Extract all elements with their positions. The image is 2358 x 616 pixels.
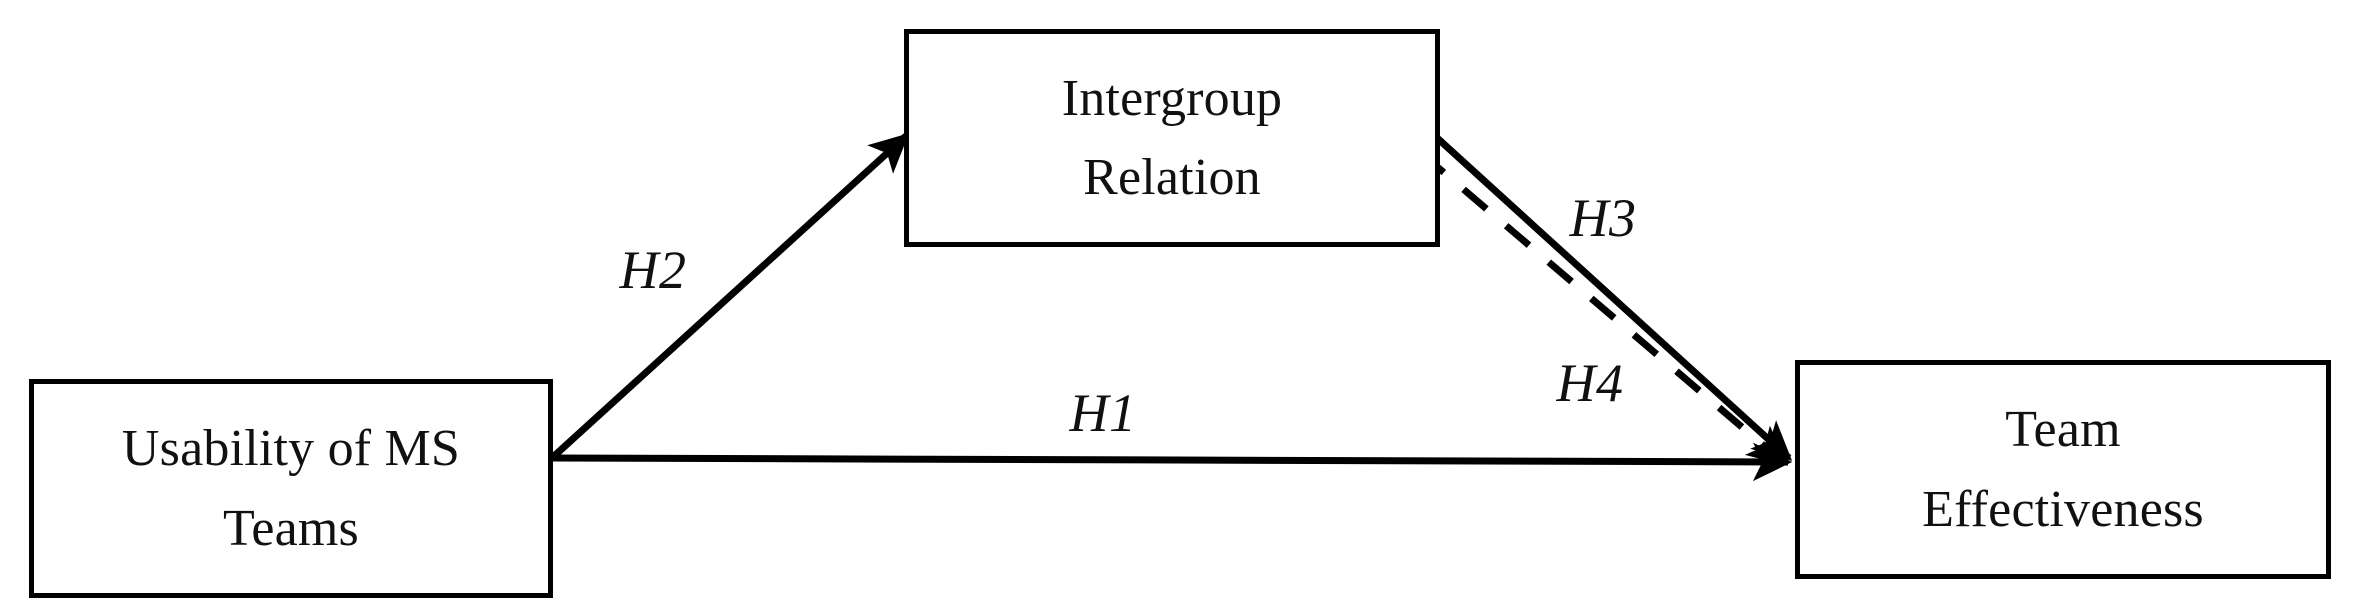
path-h3-arrow [1421,123,1793,461]
path-label-h1: H1 [1069,383,1137,443]
node-intergroup-line-2: Relation [1083,149,1261,206]
path-h2-arrow [550,133,910,460]
node-effectiveness-line-1: Team [2005,401,2121,459]
node-intergroup-relation[interactable]: Intergroup Relation [904,29,1440,247]
path-label-h3: H3 [1569,188,1637,248]
node-effectiveness-line-2: Effectiveness [1922,480,2204,538]
node-usability-line-1: Usability of MS [121,420,461,478]
path-label-h2: H2 [619,240,687,300]
path-label-h4: H4 [1556,353,1624,413]
node-usability-line-2: Teams [223,499,359,557]
node-team-effectiveness[interactable]: Team Effectiveness [1795,360,2331,579]
node-usability-of-ms-teams[interactable]: Usability of MS Teams [29,379,553,598]
path-h4-dashed-arrow [1418,150,1788,466]
node-intergroup-line-1: Intergroup [1061,69,1283,127]
path-h1-arrow [552,442,1793,482]
